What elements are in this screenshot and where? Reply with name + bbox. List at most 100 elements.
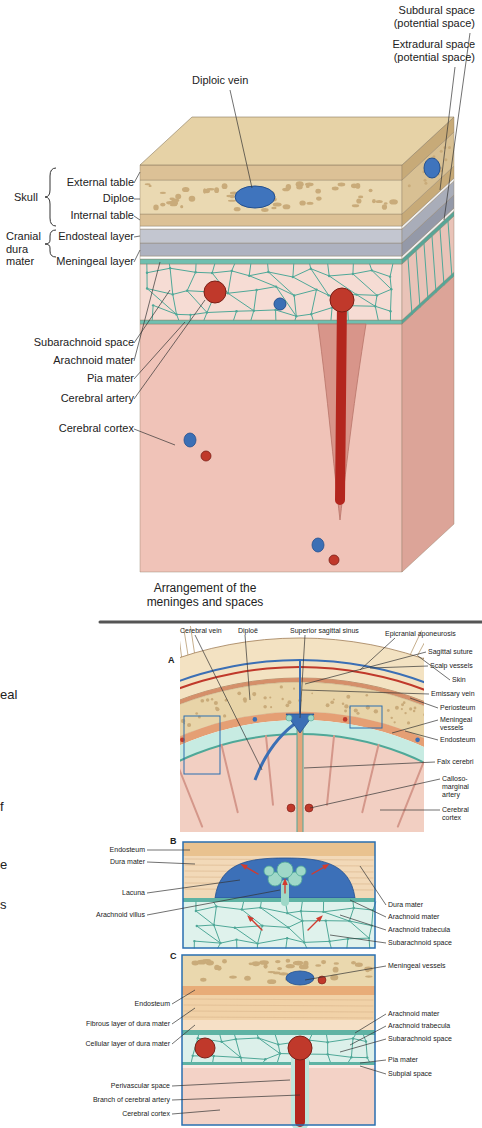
leader-line <box>195 635 262 770</box>
diploe-texture <box>244 976 251 981</box>
arachnoid-trabeculae <box>234 927 236 929</box>
arachnoid-trabeculae <box>389 310 391 312</box>
part-label: Subarachnoid space <box>34 336 134 349</box>
arachnoid-trabeculae <box>189 314 191 316</box>
part-label: Arachnoid trabecula <box>388 926 450 934</box>
diploe-texture <box>269 696 271 698</box>
arachnoid-trabeculae <box>275 310 276 320</box>
diploe-texture <box>175 194 181 199</box>
arachnoid-trabeculae <box>254 309 276 311</box>
arachnoid-trabeculae <box>195 902 196 911</box>
leader-line <box>134 236 140 237</box>
diploe-texture <box>355 963 362 965</box>
arachnoid-trabeculae <box>236 1039 241 1057</box>
subpial-space <box>182 1065 375 1068</box>
part-label: Cellular layer of dura mater <box>86 1040 170 1048</box>
arachnoid-trabeculae <box>275 285 277 287</box>
arachnoid-trabeculae <box>173 291 187 295</box>
leader-line <box>134 290 170 343</box>
diploe-texture <box>355 963 363 968</box>
diploe-texture <box>277 967 282 970</box>
arachnoid-trabeculae <box>228 271 232 293</box>
diploic-vein <box>424 158 440 178</box>
diploe-texture <box>365 975 373 977</box>
arachnoid-trabeculae <box>366 1056 368 1058</box>
leader-line <box>134 322 185 379</box>
cerebral-cortex <box>182 1068 375 1125</box>
diploe-texture <box>305 183 314 187</box>
arachnoid-trabeculae <box>353 270 372 274</box>
arachnoid-trabeculae <box>236 1038 259 1039</box>
arachnoid-trabeculae <box>267 264 269 272</box>
diploe-texture <box>149 185 152 187</box>
arachnoid-trabeculae <box>228 293 254 311</box>
arachnoid-trabeculae <box>195 264 196 272</box>
arachnoid-trabeculae <box>237 940 258 944</box>
diploe-texture <box>384 202 388 205</box>
pia-mater <box>182 1062 375 1065</box>
arachnoid-trabeculae <box>251 311 254 320</box>
diploe-texture <box>333 967 339 973</box>
diploe-texture <box>356 712 359 715</box>
arachnoid-trabeculae <box>240 1056 242 1058</box>
leader-line <box>360 866 386 905</box>
leader-line <box>147 890 280 915</box>
arachnoid-trabeculae <box>235 1038 237 1040</box>
cropped-text: s <box>0 898 7 913</box>
arachnoid-trabeculae <box>440 229 444 285</box>
arachnoid-villus <box>277 862 293 878</box>
arachnoid-trabeculae <box>355 293 357 295</box>
cerebral-cortex <box>140 324 402 572</box>
arachnoid-trabeculae <box>197 925 214 926</box>
leader-line <box>310 779 440 808</box>
diploe-texture <box>271 207 276 210</box>
leader-line <box>147 850 190 851</box>
arachnoid-trabeculae <box>311 290 316 315</box>
leader-line <box>355 1014 386 1033</box>
diploe-texture <box>214 965 219 970</box>
arachnoid-trabeculae <box>220 940 236 943</box>
diploe-texture <box>391 717 393 719</box>
diploe-texture <box>206 960 214 965</box>
part-label: Perivascular space <box>111 1082 170 1090</box>
arachnoid-trabeculae <box>242 908 261 910</box>
part-label: Diploic vein <box>192 74 248 87</box>
leader-line <box>360 1060 386 1063</box>
arachnoid-trabeculae <box>215 905 217 907</box>
diploe-texture <box>206 698 209 701</box>
diploe-texture <box>200 978 206 982</box>
part-label: Branch of cerebral artery <box>93 1096 170 1104</box>
part-label: Endosteum <box>440 736 475 744</box>
arachnoid-trabeculae <box>323 902 324 912</box>
arachnoid-trabeculae <box>257 287 276 290</box>
arachnoid-trabeculae <box>275 1035 278 1045</box>
leader-line <box>302 690 429 694</box>
diploe-texture <box>259 960 269 965</box>
diploe-texture <box>286 964 295 968</box>
diploe-texture <box>273 202 282 206</box>
leader-line <box>350 1026 386 1045</box>
arachnoid-trabeculae <box>241 908 243 910</box>
endosteum <box>182 986 375 995</box>
diploic-vein <box>235 186 275 208</box>
diploe-texture <box>414 707 417 710</box>
diploe-texture <box>369 189 373 192</box>
dura-fibres <box>184 1011 373 1012</box>
cerebral-artery <box>195 1038 215 1058</box>
arachnoid-trabeculae <box>152 305 154 320</box>
part-label: Cerebral cortex <box>59 422 134 435</box>
arachnoid-trabeculae <box>146 272 148 274</box>
sulcus <box>222 745 238 812</box>
part-label: Cerebral vein <box>180 627 222 635</box>
callosomarginal-artery <box>287 804 295 812</box>
arachnoid-villus <box>296 866 306 876</box>
diploe-texture <box>299 200 305 205</box>
panel-frame <box>182 955 375 1125</box>
leader-line <box>305 966 386 980</box>
diploe-texture <box>181 719 185 723</box>
diploe-texture <box>326 703 330 707</box>
cropped-text: f <box>0 800 4 815</box>
part-label: Periosteum <box>440 704 475 712</box>
arachnoid-trabeculae <box>197 1037 199 1039</box>
